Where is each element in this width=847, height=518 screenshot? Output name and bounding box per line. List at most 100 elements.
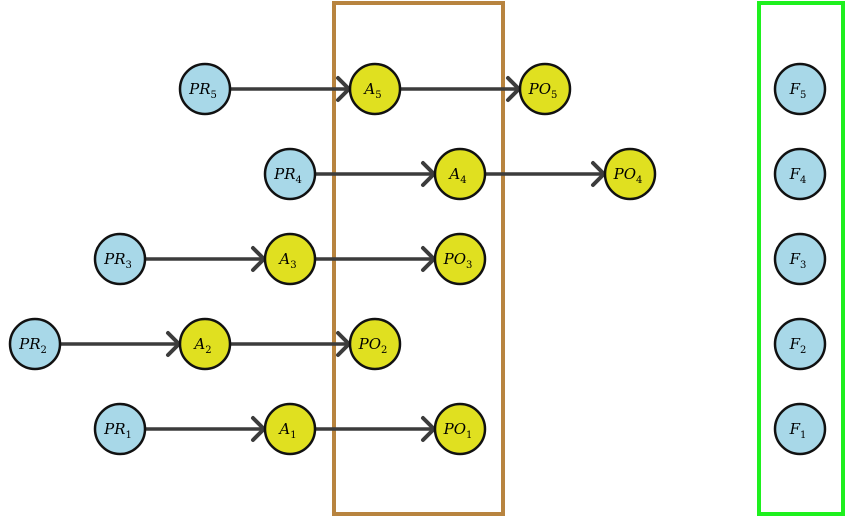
node-pr3: PR3 [93, 232, 147, 286]
node-label-subscript: 1 [466, 430, 472, 441]
node-label: A3 [277, 250, 296, 271]
node-pr2: PR2 [8, 317, 62, 371]
node-label: A5 [362, 80, 381, 101]
edge-layer [60, 76, 606, 442]
node-pr5: PR5 [178, 62, 232, 116]
node-f1: F1 [773, 402, 827, 456]
node-f4: F4 [773, 147, 827, 201]
node-label: PR4 [273, 165, 302, 186]
node-label-subscript: 4 [800, 175, 806, 186]
node-label-subscript: 5 [551, 90, 557, 101]
node-f3: F3 [773, 232, 827, 286]
node-label: PO3 [443, 250, 473, 271]
node-a2: A2 [178, 317, 232, 371]
node-label-subscript: 1 [800, 430, 806, 441]
node-pr1: PR1 [93, 402, 147, 456]
node-label-base: PR [103, 420, 125, 438]
node-label: F1 [789, 420, 807, 441]
node-label-base: PR [273, 165, 295, 183]
node-circle [773, 232, 827, 286]
node-f5: F5 [773, 62, 827, 116]
node-label: PO1 [443, 420, 473, 441]
node-label: A4 [447, 165, 466, 186]
node-label-subscript: 3 [800, 260, 806, 271]
node-label-subscript: 3 [290, 260, 296, 271]
node-label-base: F [789, 335, 801, 353]
node-circle [603, 147, 657, 201]
node-pr4: PR4 [263, 147, 317, 201]
node-label: F3 [789, 250, 807, 271]
node-circle [433, 402, 487, 456]
node-label: PR5 [188, 80, 217, 101]
node-label: PO2 [358, 335, 388, 356]
node-f2: F2 [773, 317, 827, 371]
node-label: F5 [789, 80, 807, 101]
node-label: PO5 [528, 80, 558, 101]
node-a3: A3 [263, 232, 317, 286]
node-circle [518, 62, 572, 116]
node-circle [263, 232, 317, 286]
node-label-base: A [277, 250, 290, 268]
node-a1: A1 [263, 402, 317, 456]
node-po2: PO2 [348, 317, 402, 371]
node-po4: PO4 [603, 147, 657, 201]
node-label-subscript: 3 [466, 260, 472, 271]
edge-pr5-to-a5 [230, 76, 351, 102]
node-label-base: F [789, 420, 801, 438]
node-label-base: F [789, 165, 801, 183]
node-label-subscript: 1 [126, 430, 132, 441]
node-label-base: A [277, 420, 290, 438]
node-label: PR1 [103, 420, 132, 441]
node-po3: PO3 [433, 232, 487, 286]
node-label-subscript: 2 [800, 345, 806, 356]
node-circle [433, 232, 487, 286]
f-group-box [757, 1, 845, 516]
node-circle [263, 402, 317, 456]
node-label: PR3 [103, 250, 132, 271]
node-a5: A5 [348, 62, 402, 116]
node-circle [8, 317, 62, 371]
node-label-base: PO [443, 420, 466, 438]
node-label-base: PR [18, 335, 40, 353]
node-label-subscript: 5 [211, 90, 217, 101]
node-label-subscript: 4 [460, 175, 466, 186]
node-label-base: F [789, 80, 801, 98]
node-circle [263, 147, 317, 201]
node-label: PR2 [18, 335, 47, 356]
node-label-base: F [789, 250, 801, 268]
node-label: A1 [277, 420, 296, 441]
node-circle [93, 232, 147, 286]
node-label-base: PR [103, 250, 125, 268]
node-label: PO4 [613, 165, 643, 186]
node-circle [178, 62, 232, 116]
node-circle [773, 62, 827, 116]
node-label-base: PO [613, 165, 636, 183]
node-label-base: A [447, 165, 460, 183]
node-label-base: PO [358, 335, 381, 353]
node-circle [348, 62, 402, 116]
edge-pr3-to-a3 [145, 246, 266, 272]
node-label: F2 [789, 335, 807, 356]
node-a4: A4 [433, 147, 487, 201]
node-label-subscript: 5 [800, 90, 806, 101]
node-label-base: PR [188, 80, 210, 98]
node-circle [433, 147, 487, 201]
node-circle [773, 147, 827, 201]
edge-pr2-to-a2 [60, 331, 181, 357]
node-circle [178, 317, 232, 371]
node-po5: PO5 [518, 62, 572, 116]
node-po1: PO1 [433, 402, 487, 456]
node-label-subscript: 4 [296, 175, 302, 186]
node-circle [93, 402, 147, 456]
node-label-subscript: 4 [636, 175, 642, 186]
edge-a2-to-po2 [230, 331, 351, 357]
node-label-subscript: 3 [126, 260, 132, 271]
node-label-base: PO [528, 80, 551, 98]
node-label: F4 [789, 165, 807, 186]
node-label-base: PO [443, 250, 466, 268]
node-label-subscript: 2 [205, 345, 211, 356]
node-circle [773, 317, 827, 371]
node-circle [348, 317, 402, 371]
